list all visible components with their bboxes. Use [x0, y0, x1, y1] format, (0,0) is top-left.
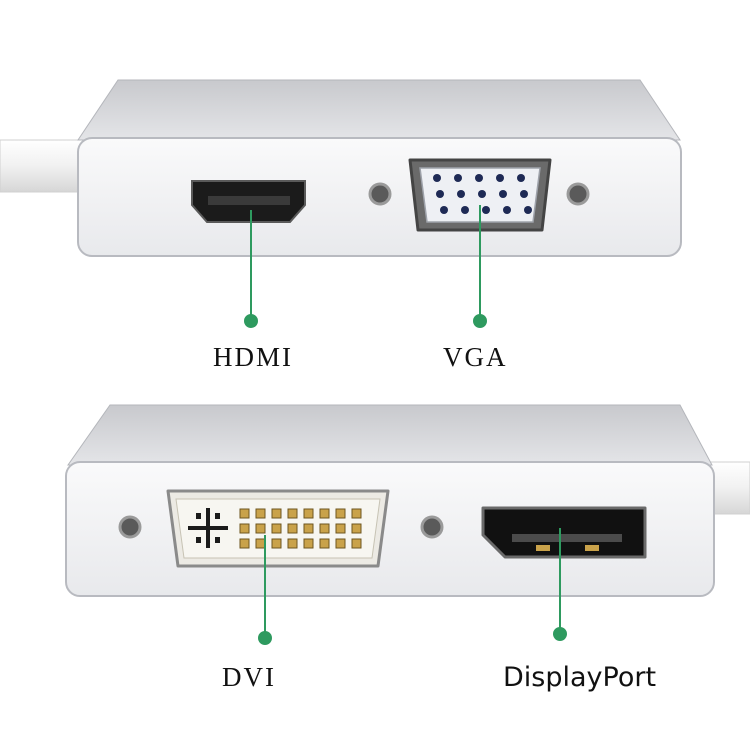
vga-pin	[499, 190, 507, 198]
vga-pin	[524, 206, 532, 214]
vga-pins	[433, 174, 532, 214]
hdmi-leader-dot	[244, 314, 258, 328]
screw	[420, 515, 444, 539]
dvi-pin	[239, 538, 250, 549]
dvi-pin	[271, 508, 282, 519]
dvi-pin	[351, 508, 362, 519]
dvi-pin	[351, 523, 362, 534]
dvi-pin	[303, 523, 314, 534]
vga-pin	[436, 190, 444, 198]
dvi-pin	[255, 538, 266, 549]
lower-housing-top	[67, 404, 713, 466]
upper-housing-top	[77, 79, 681, 141]
screw	[368, 182, 392, 206]
dvi-pin	[255, 508, 266, 519]
dvi-pins	[239, 508, 362, 549]
vga-pin	[520, 190, 528, 198]
hdmi-label: HDMI	[213, 342, 293, 372]
dvi-pin	[319, 538, 330, 549]
vga-pin	[454, 174, 462, 182]
hdmi-port	[191, 180, 306, 223]
leader-lines	[244, 205, 567, 645]
upper-adapter	[0, 79, 682, 257]
vga-pin	[457, 190, 465, 198]
upper-cable	[0, 139, 91, 193]
screw	[118, 515, 142, 539]
dvi-pin	[287, 523, 298, 534]
dvi-pin	[239, 508, 250, 519]
displayport-port	[481, 506, 647, 559]
dvi-pin	[303, 508, 314, 519]
vga-leader-dot	[473, 314, 487, 328]
vga-port	[408, 158, 552, 232]
vga-pin	[475, 174, 483, 182]
vga-pin	[482, 206, 490, 214]
vga-pin	[503, 206, 511, 214]
vga-pin	[478, 190, 486, 198]
displayport-leader-dot	[553, 627, 567, 641]
vga-label: VGA	[443, 342, 508, 372]
lower-adapter	[65, 404, 750, 597]
dvi-pin	[335, 538, 346, 549]
dvi-pin	[319, 508, 330, 519]
dvi-pin	[319, 523, 330, 534]
dvi-pin	[271, 523, 282, 534]
dvi-pin	[303, 538, 314, 549]
dvi-port	[166, 489, 390, 568]
dvi-pin	[271, 538, 282, 549]
dvi-pin	[255, 523, 266, 534]
dvi-pin	[335, 523, 346, 534]
dvi-pin	[239, 523, 250, 534]
screw	[566, 182, 590, 206]
dvi-pin	[335, 508, 346, 519]
displayport-label: DisplayPort	[503, 662, 657, 693]
dvi-label: DVI	[222, 662, 276, 692]
dvi-leader-dot	[258, 631, 272, 645]
vga-pin	[496, 174, 504, 182]
vga-pin	[517, 174, 525, 182]
dvi-pin	[351, 538, 362, 549]
vga-pin	[433, 174, 441, 182]
vga-pin	[461, 206, 469, 214]
vga-pin	[440, 206, 448, 214]
dvi-pin	[287, 508, 298, 519]
dvi-pin	[287, 538, 298, 549]
